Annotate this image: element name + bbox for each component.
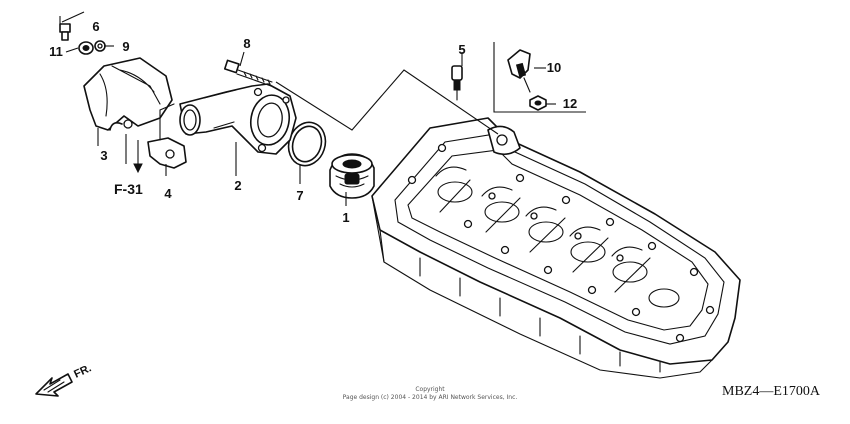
washer-nut bbox=[78, 40, 106, 55]
thermostat bbox=[329, 153, 375, 199]
hex-nut bbox=[529, 95, 547, 111]
reference-label: F-31 bbox=[114, 181, 143, 197]
callout-3: 3 bbox=[100, 148, 107, 163]
callout-2: 2 bbox=[234, 178, 241, 193]
callout-6: 6 bbox=[92, 19, 99, 34]
cylinder-head bbox=[371, 117, 741, 379]
callout-1: 1 bbox=[342, 210, 349, 225]
callout-12: 12 bbox=[563, 96, 577, 111]
callout-10: 10 bbox=[547, 60, 561, 75]
mounting-bracket bbox=[147, 103, 187, 169]
copyright-line-2: Page design (c) 2004 - 2014 by ARI Netwo… bbox=[342, 394, 518, 401]
callout-7: 7 bbox=[296, 188, 303, 203]
small-bolt bbox=[59, 23, 71, 41]
thermo-switch bbox=[507, 49, 531, 93]
bolt-long bbox=[223, 59, 273, 87]
leader-lines bbox=[59, 11, 556, 206]
callout-11: 11 bbox=[49, 44, 63, 59]
callout-8: 8 bbox=[243, 36, 250, 51]
front-direction-arrow: FR. bbox=[35, 362, 93, 397]
front-label: FR. bbox=[72, 362, 93, 380]
temperature-sensor bbox=[451, 65, 463, 101]
reference-arrow bbox=[133, 140, 143, 174]
callout-5: 5 bbox=[458, 42, 465, 57]
copyright-notice: Copyright Page design (c) 2004 - 2014 by… bbox=[250, 386, 610, 402]
inset-frame bbox=[493, 42, 586, 113]
thermostat-cover bbox=[179, 83, 297, 155]
cover-bracket bbox=[83, 57, 173, 131]
callout-9: 9 bbox=[122, 39, 129, 54]
diagram-code: MBZ4—E1700A bbox=[722, 384, 821, 399]
copyright-line-1: Copyright bbox=[415, 386, 445, 393]
callout-labels: 1 2 3 4 5 6 7 8 9 10 11 12 bbox=[49, 19, 577, 225]
callout-4: 4 bbox=[164, 186, 172, 201]
